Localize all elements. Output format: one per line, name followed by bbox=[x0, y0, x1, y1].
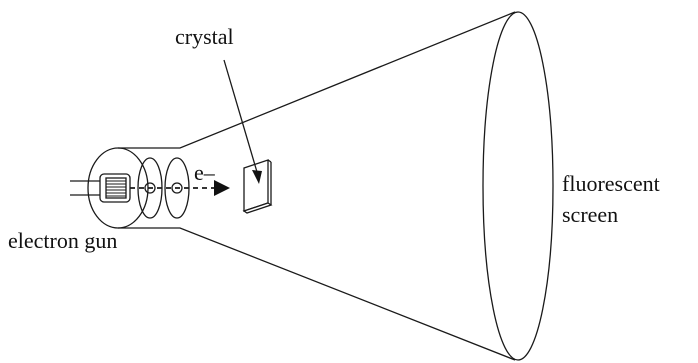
cathode-ray-tube bbox=[87, 11, 554, 361]
crystal-target bbox=[242, 159, 273, 214]
electron-gun-label: electron gun bbox=[8, 228, 117, 253]
filament-coil bbox=[106, 180, 126, 197]
beam-arrowhead bbox=[214, 180, 230, 196]
crystal-edge bbox=[267, 159, 272, 163]
screen-label-line2: screen bbox=[562, 202, 618, 227]
tube-upper-edge bbox=[118, 11, 516, 149]
tube-lower-edge bbox=[118, 227, 516, 361]
fluorescent-screen bbox=[482, 11, 554, 361]
electron-beam bbox=[130, 180, 230, 196]
filament-box bbox=[105, 177, 127, 199]
screen-label-line1: fluorescent bbox=[562, 171, 660, 196]
pointer-arrowhead bbox=[252, 170, 262, 184]
pointer-line bbox=[223, 59, 258, 173]
anode-1-aperture bbox=[144, 182, 156, 194]
anode-2-aperture bbox=[171, 182, 183, 194]
electron-symbol-label: e– bbox=[194, 160, 216, 185]
crystal-pointer bbox=[223, 59, 262, 184]
crystal-label: crystal bbox=[175, 24, 234, 49]
